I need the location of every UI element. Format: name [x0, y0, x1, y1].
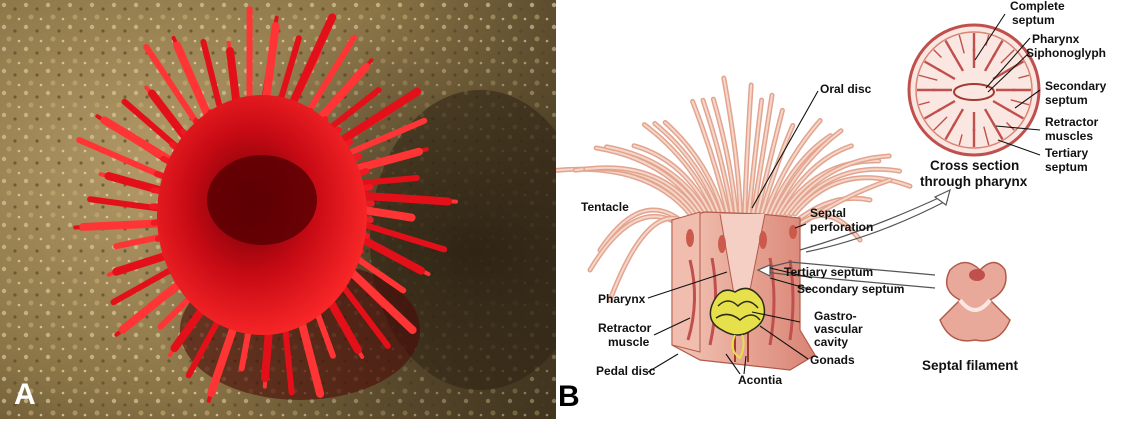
label-cs-complete-septum-2: septum: [1012, 13, 1055, 27]
label-cs-tertiary-septum: Tertiary: [1045, 146, 1088, 160]
anemone-oral-disc: [207, 155, 317, 245]
label-oral-disc: Oral disc: [820, 82, 872, 96]
label-gastrovascular-3: cavity: [814, 335, 848, 349]
gonads-cluster: [710, 288, 764, 335]
label-pedal-disc: Pedal disc: [596, 364, 656, 378]
label-retractor-muscle-2: muscle: [608, 335, 650, 349]
label-septal-perforation: Septal: [810, 206, 846, 220]
label-gonads: Gonads: [810, 353, 855, 367]
label-secondary-septum: Secondary septum: [797, 282, 904, 296]
label-cs-complete-septum: Complete: [1010, 0, 1065, 13]
label-cs-siphonoglyph: Siphonoglyph: [1026, 46, 1106, 60]
label-acontia: Acontia: [738, 373, 782, 387]
label-gastrovascular: Gastro-: [814, 309, 857, 323]
label-cross-section-2: through pharynx: [920, 174, 1028, 189]
label-cs-tertiary-septum-2: septum: [1045, 160, 1088, 174]
anatomy-figure: Oral disc Tentacle Septal perforation Ph…: [556, 0, 1122, 419]
label-tertiary-septum: Tertiary septum: [784, 265, 873, 279]
label-cs-secondary-septum-2: septum: [1045, 93, 1088, 107]
label-septal-filament: Septal filament: [922, 358, 1019, 373]
anemone-column: [672, 212, 815, 370]
septal-perforation-hole: [686, 229, 694, 247]
panel-label-a: A: [14, 380, 36, 410]
septal-filament-drawing: [940, 263, 1010, 341]
cross-section-pharynx: [909, 25, 1039, 155]
label-cs-secondary-septum: Secondary: [1045, 79, 1107, 93]
label-cs-retractor-muscles: Retractor: [1045, 115, 1099, 129]
label-septal-perforation-2: perforation: [810, 220, 873, 234]
label-tentacle: Tentacle: [581, 200, 629, 214]
label-retractor-muscle: Retractor: [598, 321, 652, 335]
label-pharynx: Pharynx: [598, 292, 646, 306]
panel-label-b: B: [558, 382, 580, 412]
label-cs-retractor-muscles-2: muscles: [1045, 129, 1093, 143]
anemone-photo-art: [0, 0, 556, 419]
anemone-photo: A: [0, 0, 556, 419]
anemone-anatomy-diagram: Oral disc Tentacle Septal perforation Ph…: [556, 0, 1122, 419]
label-cs-pharynx: Pharynx: [1032, 32, 1080, 46]
label-cross-section: Cross section: [930, 158, 1019, 173]
label-gastrovascular-2: vascular: [814, 322, 863, 336]
